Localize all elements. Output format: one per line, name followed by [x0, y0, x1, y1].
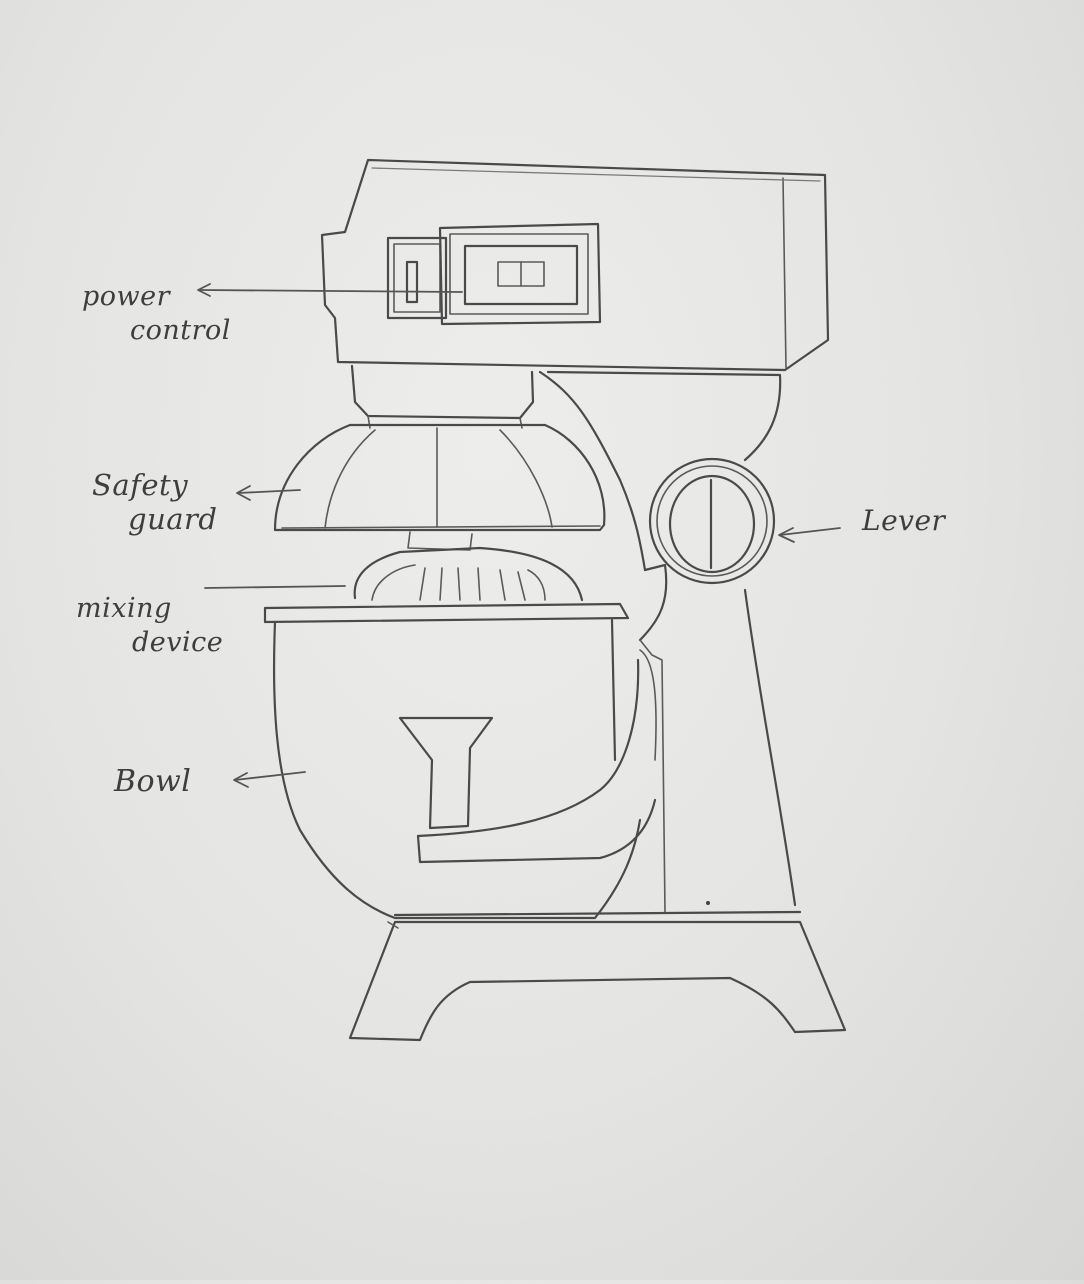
pencil-dot: [706, 901, 710, 905]
label-power-control-line2: control: [82, 314, 231, 348]
bowl-arrow: [234, 772, 305, 787]
mixer-base: [350, 922, 845, 1040]
label-mixing-device-line1: mixing: [76, 592, 223, 626]
safety-guard-arrow: [237, 486, 300, 500]
label-bowl: Bowl: [114, 765, 191, 799]
label-power-control-line1: power: [82, 280, 231, 314]
safety-guard: [275, 425, 604, 530]
label-mixing-device: mixing device: [76, 592, 223, 660]
bowl: [265, 604, 656, 918]
mixing-device: [355, 532, 582, 600]
power-control-arrow: [198, 284, 462, 296]
label-safety-guard-line1: Safety: [92, 468, 217, 502]
label-power-control: power control: [82, 280, 231, 348]
mixing-device-arrow: [205, 586, 345, 588]
label-lever: Lever: [862, 504, 945, 538]
bowl-arm: [400, 660, 655, 862]
power-control-panel: [388, 224, 600, 324]
label-safety-guard: Safety guard: [92, 468, 217, 536]
label-mixing-device-line2: device: [76, 626, 223, 660]
motor-head: [322, 160, 828, 370]
lever-knob: [650, 459, 774, 583]
lever-arrow: [779, 528, 840, 542]
neck: [352, 366, 533, 428]
label-safety-guard-line2: guard: [92, 502, 217, 536]
